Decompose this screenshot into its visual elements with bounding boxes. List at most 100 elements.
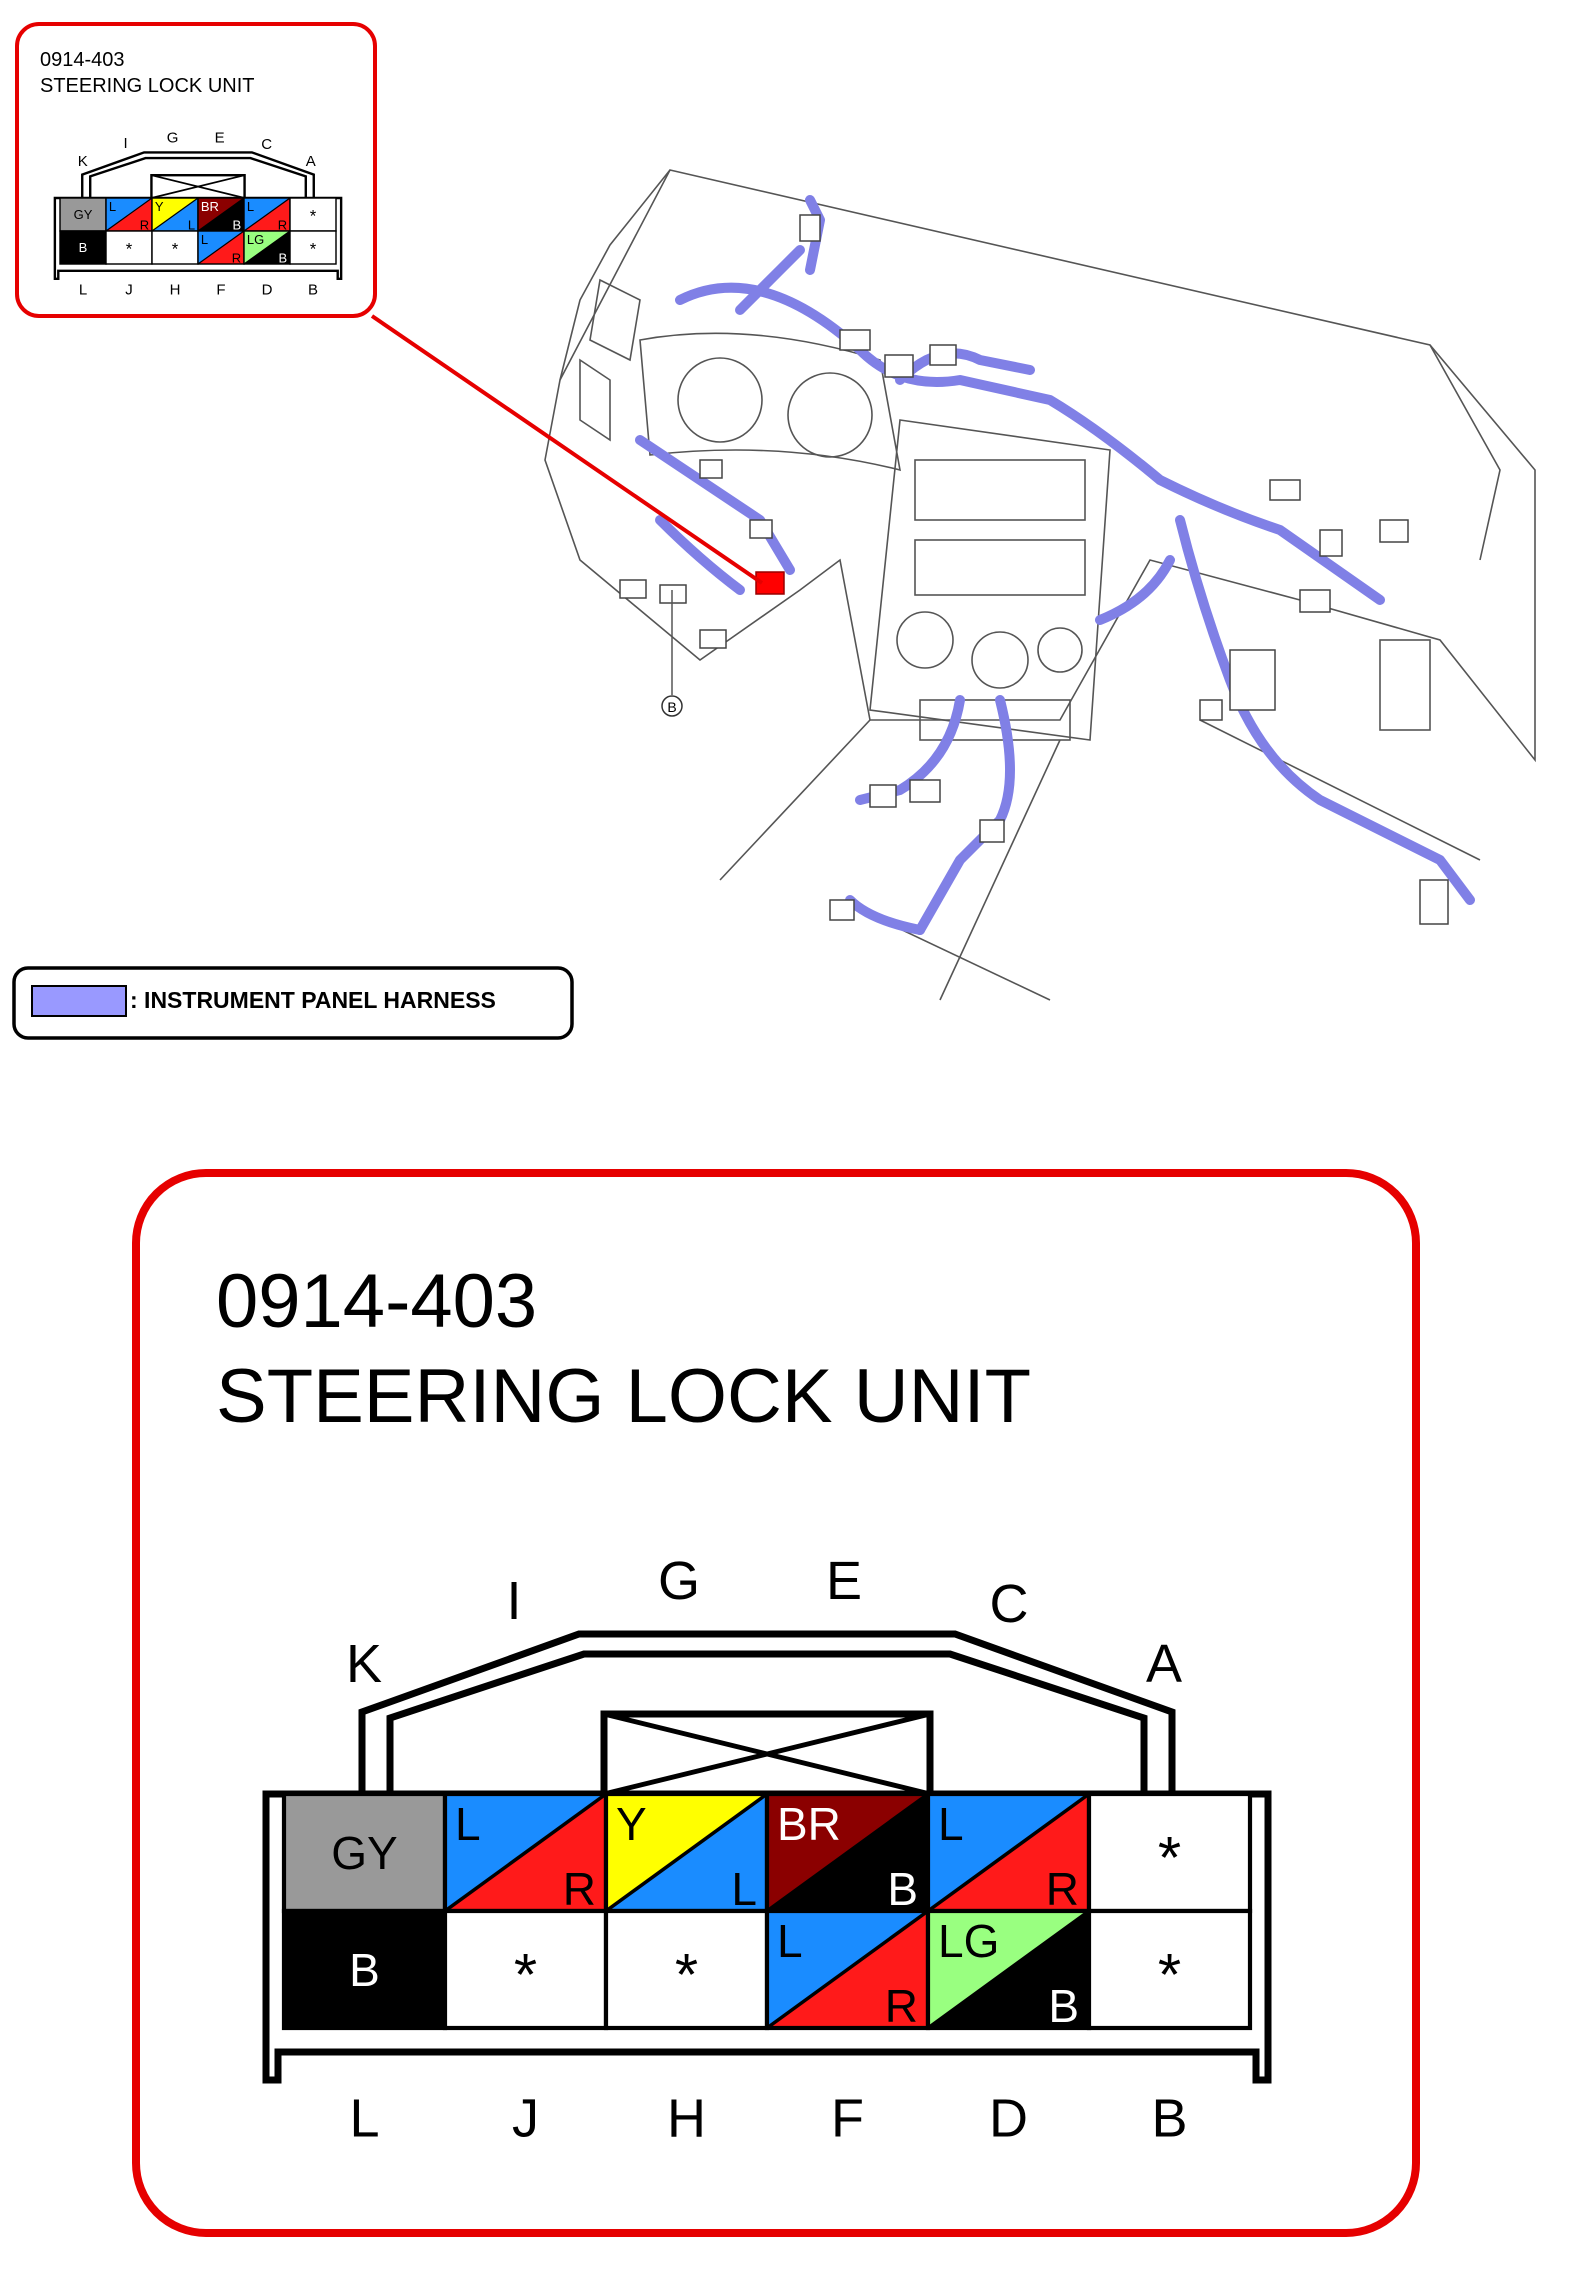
wire-color-label-stripe: R [563, 1863, 596, 1915]
pin-letter-B: B [1151, 2089, 1187, 2149]
unused-pin-mark: * [1158, 1941, 1181, 2008]
wire-color-label-stripe: R [140, 217, 149, 232]
pin-letter-J: J [125, 282, 133, 299]
pin-letter-A: A [1146, 1634, 1182, 1694]
ground-marker-label: B [667, 699, 676, 715]
pin-letter-K: K [346, 1634, 382, 1694]
pin-cell-C: LR [105, 197, 153, 232]
split-divider [197, 230, 245, 265]
large-connector-panel: 0914-403 STEERING LOCK UNIT GYLRYLBRBLR*… [132, 1169, 1420, 2237]
pin-cell-G: BR B [197, 197, 245, 232]
pin-letter-F: F [831, 2089, 864, 2149]
pin-cell-E: YL [151, 197, 199, 232]
pin-letter-G: G [167, 129, 179, 146]
harness-connectors [619, 214, 1449, 925]
wire-color-label-primary: L [777, 1915, 803, 1967]
pin-letter-B: B [308, 282, 318, 299]
wire-color-label-primary: Y [155, 199, 164, 214]
pin-empty [289, 197, 337, 232]
wire-color-label-primary: LG [247, 232, 264, 247]
wire-color-label-stripe: B [232, 217, 241, 232]
wire-color-label-primary: L [201, 232, 208, 247]
instrument-panel-harness [635, 195, 1475, 935]
pin-letter-C: C [990, 1574, 1029, 1634]
split-divider [197, 197, 245, 232]
small-connector-callout: 0914-403 STEERING LOCK UNIT GYLRYLBRBLR*… [15, 22, 377, 318]
pin-cell-F: * [151, 230, 199, 265]
pin-cell-B: B [281, 1908, 448, 2031]
connector-code: 0914-403 [216, 1259, 537, 1344]
wire-color-label-stripe: R [278, 217, 287, 232]
wire-color-label-stripe: L [731, 1863, 757, 1915]
pin-cell-A: GY [281, 1791, 448, 1914]
unused-pin-mark: * [172, 240, 179, 259]
wire-color-label-stripe: R [1046, 1863, 1079, 1915]
pin-cell-E: YL [603, 1791, 770, 1915]
wire-color-label: GY [331, 1827, 397, 1879]
locking-tab-cross-2 [151, 174, 245, 199]
wire-color-label-primary: BR [201, 199, 219, 214]
wire-color-label-primary: BR [777, 1798, 841, 1850]
pin-cell-L: * [1086, 1908, 1253, 2031]
pin-cell-I: LR [925, 1791, 1092, 1915]
pin-letter-L: L [79, 282, 87, 299]
pin-cell-K: * [289, 197, 337, 232]
pin-empty [105, 230, 153, 265]
pin-letter-E: E [215, 129, 225, 146]
pin-letter-H: H [667, 2089, 706, 2149]
pin-cell-J: LG B [925, 1908, 1092, 2032]
split-divider [151, 197, 199, 232]
pin-cell-F: * [603, 1908, 770, 2031]
legend: : INSTRUMENT PANEL HARNESS [12, 966, 574, 1040]
split-divider [765, 1792, 930, 1913]
pin-cell-I: LR [243, 197, 291, 232]
split-divider [926, 1909, 1091, 2030]
wire-color-label: B [79, 240, 88, 255]
pin-cell-H: LR [197, 230, 245, 265]
pin-empty [442, 1908, 609, 2031]
pin-letter-H: H [170, 282, 181, 299]
pin-empty [1086, 1908, 1253, 2031]
unused-pin-mark: * [310, 207, 317, 226]
pin-cell-G: BR B [764, 1791, 931, 1915]
wire-color-label-primary: LG [938, 1915, 999, 1967]
unused-pin-mark: * [1158, 1824, 1181, 1891]
wire-color-label-stripe: R [232, 250, 241, 265]
pin-letter-I: I [123, 135, 127, 152]
pin-cell-B: B [59, 230, 107, 265]
unused-pin-mark: * [126, 240, 133, 259]
pin-letter-D: D [989, 2089, 1028, 2149]
pin-cell-D: * [442, 1908, 609, 2031]
connector-name: STEERING LOCK UNIT [216, 1354, 1031, 1439]
connector-latch-inner [89, 156, 307, 198]
unused-pin-mark: * [675, 1941, 698, 2008]
unused-pin-mark: * [310, 240, 317, 259]
wire-color-label-primary: L [455, 1798, 481, 1850]
split-divider [105, 197, 153, 232]
wire-color-label-stripe: B [887, 1863, 918, 1915]
legend-label: : INSTRUMENT PANEL HARNESS [130, 987, 496, 1013]
pin-letter-L: L [349, 2089, 379, 2149]
pin-letter-F: F [216, 282, 225, 299]
pin-cell-K: * [1086, 1791, 1253, 1914]
dashboard-illustration [544, 169, 1536, 1001]
pin-letter-G: G [658, 1551, 700, 1611]
connector-latch-inner [386, 1650, 1148, 1794]
split-divider [765, 1909, 930, 2030]
connector-latch-outer [358, 1630, 1176, 1794]
small-connector-code: 0914-403 [40, 49, 125, 71]
wire-color-label: B [349, 1944, 380, 1996]
pin-cell-A: GY [59, 197, 107, 232]
callout-leader-line [370, 314, 764, 585]
unused-pin-mark: * [514, 1941, 537, 2008]
pin-letter-E: E [826, 1551, 862, 1611]
steering-lock-connector-highlight [755, 571, 785, 595]
ground-marker: B [661, 590, 683, 717]
wire-color-label-stripe: B [1048, 1980, 1079, 2032]
wire-color-label-stripe: L [188, 217, 195, 232]
wire-color-label-stripe: B [278, 250, 287, 265]
connector-latch-outer [81, 151, 315, 198]
pin-letter-D: D [262, 282, 273, 299]
wire-color-label-primary: L [247, 199, 254, 214]
